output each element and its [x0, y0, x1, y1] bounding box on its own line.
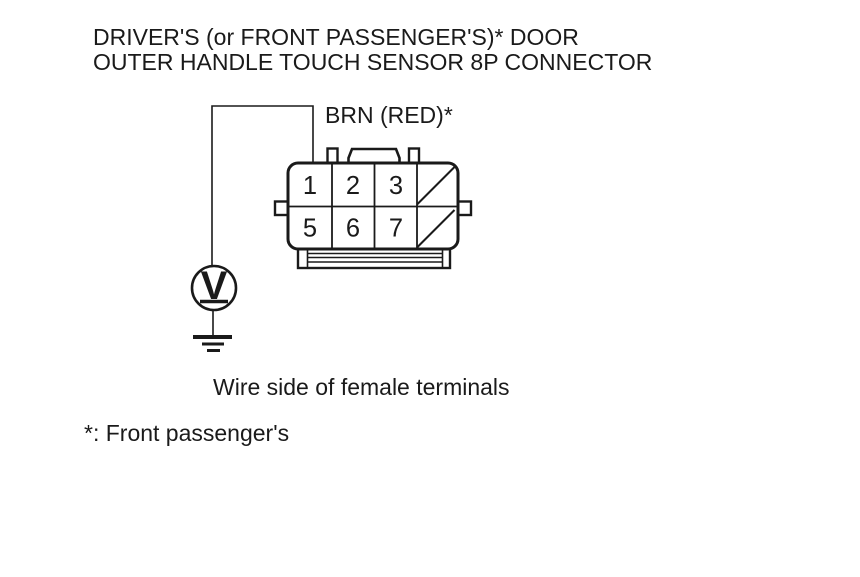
pin-5-label: 5 — [303, 215, 317, 243]
diagram-title: DRIVER'S (or FRONT PASSENGER'S)* DOOR OU… — [93, 25, 652, 75]
voltmeter-symbol: V — [201, 264, 228, 308]
pin-3-label: 3 — [389, 172, 403, 200]
blocked-cell-diagonal-top — [416, 166, 456, 206]
asterisk-footnote: *: Front passenger's — [84, 420, 290, 446]
test-lead-wire — [211, 105, 314, 266]
blocked-cell-diagonal-bottom — [416, 209, 456, 249]
wire-side-caption: Wire side of female terminals — [213, 374, 510, 400]
connector-grid — [289, 164, 457, 248]
pin-7-label: 7 — [389, 215, 403, 243]
pin-2-label: 2 — [346, 172, 360, 200]
diagram-title-line2: OUTER HANDLE TOUCH SENSOR 8P CONNECTOR — [93, 49, 653, 75]
wire-color-label: BRN (RED)* — [325, 102, 453, 128]
pin-6-label: 6 — [346, 215, 360, 243]
diagram-title-line1: DRIVER'S (or FRONT PASSENGER'S)* DOOR — [93, 24, 579, 50]
voltmeter-icon — [190, 264, 238, 312]
connector-base — [296, 246, 452, 270]
ground-icon — [193, 335, 232, 352]
pin-1-label: 1 — [303, 172, 317, 200]
